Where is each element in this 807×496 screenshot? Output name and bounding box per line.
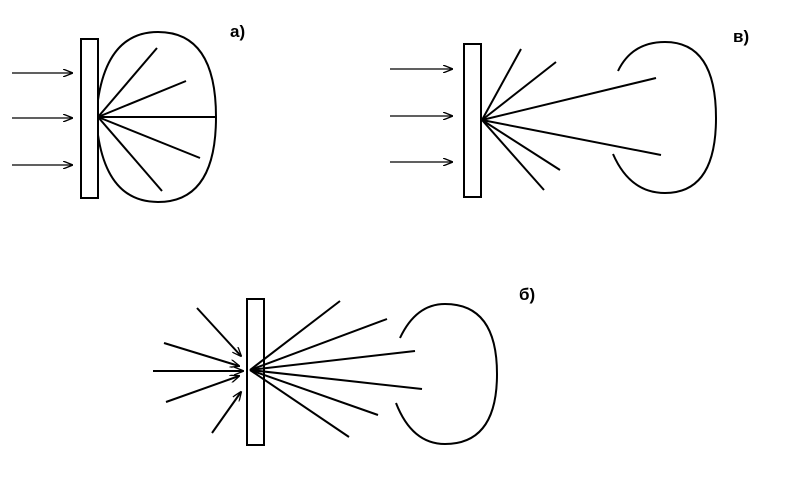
scattered-ray xyxy=(249,350,416,371)
panel-v-incident-arrows xyxy=(390,69,452,162)
scattered-ray xyxy=(97,116,201,159)
scattered-ray xyxy=(481,77,657,121)
panel-b-incident-arrows xyxy=(153,307,243,434)
scattered-ray xyxy=(481,119,561,171)
panel-v-label: в) xyxy=(733,27,749,46)
incident-arrow xyxy=(163,342,239,366)
scattered-ray xyxy=(249,369,350,438)
scattered-ray xyxy=(481,119,662,156)
incident-arrow xyxy=(196,307,241,356)
panel-v-target-plate xyxy=(463,43,482,198)
incident-arrow xyxy=(165,376,239,403)
panel-a-incident-arrows xyxy=(12,73,72,165)
panel-v-scattering-envelope xyxy=(612,40,718,195)
scattered-ray xyxy=(481,61,557,121)
panel-b-label: б) xyxy=(519,285,535,304)
panel-v: в) xyxy=(390,27,749,198)
scattered-ray xyxy=(97,80,187,118)
panel-a: а) xyxy=(12,22,245,204)
scattered-ray xyxy=(97,47,158,118)
scattered-ray xyxy=(249,300,341,371)
scattered-ray xyxy=(249,369,423,390)
panel-b-scattered-rays xyxy=(249,300,423,438)
scattered-ray xyxy=(249,369,379,416)
panel-v-scattered-rays xyxy=(481,48,662,191)
scattered-ray xyxy=(249,318,388,371)
panel-b-scattering-envelope xyxy=(395,302,499,446)
scattered-ray xyxy=(481,48,522,121)
panel-a-target-plate xyxy=(80,38,99,199)
scattered-ray xyxy=(97,116,163,192)
panel-b: б) xyxy=(153,285,535,446)
incident-arrow xyxy=(211,392,241,434)
panel-a-scattered-rays xyxy=(97,47,216,192)
scattered-ray xyxy=(481,119,545,191)
panel-a-label: а) xyxy=(230,22,245,41)
